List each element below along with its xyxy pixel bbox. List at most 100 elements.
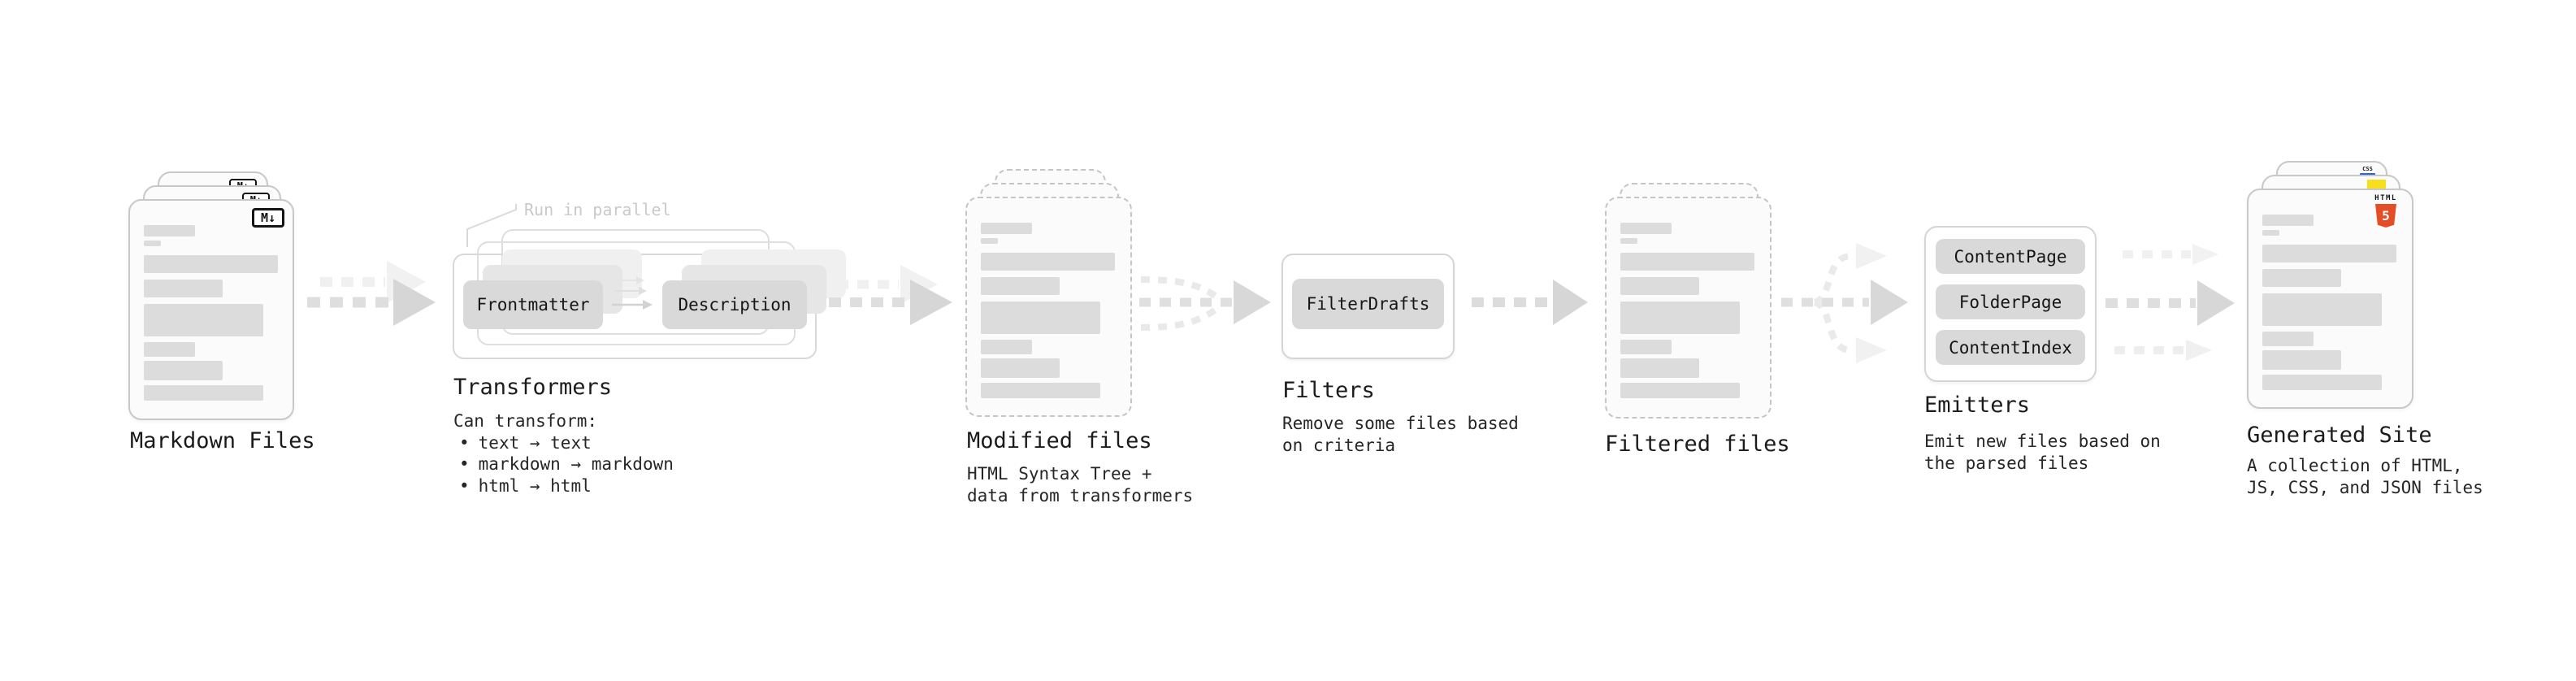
content-line-bar [144, 225, 195, 236]
content-line-bar [2262, 230, 2279, 236]
content-line-bar [1620, 358, 1699, 378]
desc-line: Remove some files based [1282, 414, 1519, 433]
transformers-desc-title: Can transform: [453, 411, 598, 431]
bullet-text: html → html [478, 475, 592, 496]
html5-icon: HTML 5 [2369, 195, 2403, 228]
arrow-transformers-to-modified [829, 265, 952, 325]
markdown-files-label: Markdown Files [130, 428, 315, 453]
document-content-placeholder [2249, 215, 2412, 390]
content-line-bar [144, 280, 223, 297]
css-icon-underline [2360, 173, 2375, 176]
javascript-icon [2367, 180, 2386, 189]
modified-file-card-front [965, 197, 1132, 417]
generated-file-card-front: HTML 5 [2247, 189, 2413, 409]
html5-icon-label: HTML [2374, 194, 2397, 202]
transformers-desc: Can transform: • text → text • markdown … [453, 410, 674, 497]
desc-line: A collection of HTML, [2247, 456, 2463, 475]
html5-icon-number: 5 [2382, 208, 2390, 223]
html5-icon-shield: 5 [2375, 204, 2396, 228]
desc-line: the parsed files [1924, 453, 2089, 473]
bullet-dot: • [459, 454, 470, 474]
filters-desc: Remove some files based on criteria [1282, 413, 1519, 456]
content-line-bar [1620, 383, 1740, 398]
markdown-files-stack: M↓ M↓ M↓ [122, 158, 309, 427]
content-line-bar [144, 361, 223, 380]
css-icon: CSS [2360, 167, 2375, 176]
content-line-bar [981, 238, 998, 244]
css-icon-label: CSS [2362, 166, 2373, 172]
contentindex-chip-label: ContentIndex [1949, 337, 2072, 358]
content-line-bar [1620, 340, 1672, 354]
modified-files-stack [959, 156, 1146, 424]
content-line-bar [144, 241, 161, 246]
emitters-frame: ContentPage FolderPage ContentIndex [1924, 226, 2097, 382]
emitters-desc: Emit new files based on the parsed files [1924, 431, 2161, 474]
description-chip: Description [662, 280, 807, 329]
content-line-bar [1620, 238, 1637, 244]
content-line-bar [981, 383, 1100, 398]
content-line-bar [2262, 350, 2341, 370]
frontmatter-chip-label: Frontmatter [476, 295, 590, 314]
content-line-bar [2262, 293, 2382, 326]
arrow-filtered-to-emitters-split [1781, 243, 1908, 363]
desc-line: JS, CSS, and JSON files [2247, 477, 2483, 497]
content-line-bar [2262, 332, 2314, 346]
content-line-bar [1620, 253, 1754, 271]
bullet-dot: • [459, 432, 470, 453]
markdown-file-card-front: M↓ [128, 199, 294, 420]
content-line-bar [2262, 269, 2341, 287]
generated-site-desc: A collection of HTML, JS, CSS, and JSON … [2247, 455, 2483, 498]
filterdrafts-chip-label: FilterDrafts [1306, 294, 1430, 314]
contentindex-chip: ContentIndex [1936, 330, 2085, 365]
generated-site-stack: CSS HTML 5 [2240, 148, 2427, 416]
folderpage-chip-label: FolderPage [1958, 292, 2062, 312]
run-in-parallel-connector [466, 204, 517, 247]
content-line-bar [981, 277, 1060, 295]
folderpage-chip: FolderPage [1936, 284, 2085, 319]
content-line-bar [981, 223, 1032, 234]
content-line-bar [2262, 215, 2314, 226]
modified-files-desc: HTML Syntax Tree + data from transformer… [967, 463, 1193, 506]
content-line-bar [144, 255, 278, 273]
filters-label: Filters [1282, 378, 1375, 403]
arrow-frontmatter-to-description [612, 276, 653, 310]
contentpage-chip: ContentPage [1936, 239, 2085, 274]
content-line-bar [981, 253, 1115, 271]
transform-bullet-item: • html → html [453, 475, 674, 497]
content-line-bar [2262, 245, 2396, 262]
bullet-dot: • [459, 475, 470, 496]
transform-bullet-item: • markdown → markdown [453, 453, 674, 475]
frontmatter-chip: Frontmatter [463, 280, 603, 329]
content-line-bar [2262, 375, 2382, 390]
emitters-label: Emitters [1924, 393, 2031, 418]
run-in-parallel-note: Run in parallel [524, 200, 671, 219]
desc-line: on criteria [1282, 435, 1396, 455]
content-line-bar [981, 301, 1100, 334]
content-line-bar [144, 304, 263, 336]
arrow-emitters-to-generated [2105, 244, 2235, 361]
bullet-text: markdown → markdown [478, 454, 674, 474]
content-line-bar [1620, 223, 1672, 234]
filtered-file-card-front [1605, 197, 1772, 419]
content-line-bar [1620, 301, 1740, 334]
document-content-placeholder [1607, 223, 1770, 398]
content-line-bar [981, 340, 1032, 354]
markdown-icon: M↓ [252, 208, 284, 228]
modified-files-label: Modified files [967, 428, 1152, 453]
desc-line: Emit new files based on [1924, 432, 2161, 451]
filterdrafts-chip: FilterDrafts [1292, 279, 1444, 329]
arrow-markdown-to-transformers [307, 261, 436, 326]
transform-bullet-item: • text → text [453, 432, 674, 454]
document-content-placeholder [130, 225, 293, 401]
generated-site-label: Generated Site [2247, 423, 2432, 448]
content-line-bar [981, 358, 1060, 378]
arrow-modified-to-filters-merge [1139, 276, 1271, 331]
content-line-bar [1620, 277, 1699, 295]
contentpage-chip-label: ContentPage [1954, 246, 2067, 267]
arrow-filters-to-filtered [1472, 280, 1588, 325]
bullet-text: text → text [478, 432, 592, 453]
document-content-placeholder [967, 223, 1130, 398]
content-line-bar [144, 342, 195, 357]
desc-line: data from transformers [967, 485, 1194, 505]
